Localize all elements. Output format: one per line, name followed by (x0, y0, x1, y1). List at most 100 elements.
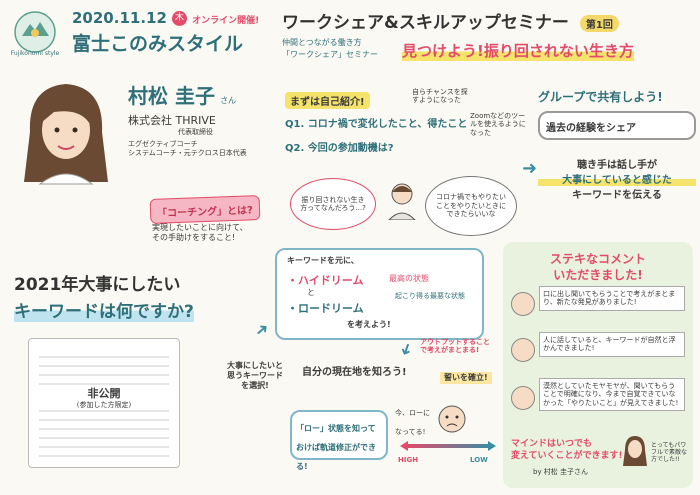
face-icon (438, 405, 466, 433)
speaker-info: 村松 圭子 さん 株式会社 THRIVE 代表取締役 エグゼクティブコーチ シス… (128, 80, 278, 157)
keyword-q-line1: 2021年大事にしたい (14, 275, 181, 295)
speaker-line2: システムコーチ・元テクロス日本代表 (128, 148, 247, 157)
online-held: オンライン開催! (192, 16, 260, 26)
speaker-mini-portrait (621, 434, 649, 466)
now-low-bubble: 今、ローになってる! (395, 400, 435, 436)
current-text: 自分の現在地を知ろう! (302, 367, 407, 378)
title-area: ワークシェア&スキルアップセミナー 第1回 (282, 8, 692, 33)
speaker-role: 代表取締役 (178, 128, 213, 136)
event-header: 2020.11.12 木 オンライン開催! 富士このみスタイル (72, 8, 272, 56)
portrait-mini-icon (623, 436, 647, 466)
avatar (511, 386, 535, 410)
now-low-text: 今、ローになってる! (395, 409, 430, 436)
intro-q1: Q1. コロナ禍で変化したこと、得たこと (285, 119, 468, 130)
event-date: 2020.11.12 (72, 9, 167, 27)
closing-by: by 村松 圭子さん (533, 468, 589, 476)
closing-note: とってもパワフルで素敵な方でした!! (651, 442, 688, 464)
bubble-a-text: 振り回されない生き方ってなんだろう...? (300, 195, 366, 212)
comment-item-1: 口に出し聞いてもらうことで考えがまとまり、新たな発見がありました! (511, 286, 685, 326)
bubble-a: 振り回されない生き方ってなんだろう...? (290, 178, 376, 230)
dream-intro: キーワードを元に、 (287, 256, 359, 265)
arrow-down-icon: ➜ (395, 339, 418, 360)
dream-and: と (307, 288, 315, 297)
note-a: 自らチャンスを探すようになった (412, 88, 468, 105)
keyword-q-line2: キーワードは何ですか? (14, 297, 194, 322)
seminar-title: ワークシェア&スキルアップセミナー (282, 13, 569, 33)
coaching-label-text: 「コーチング」とは? (156, 205, 254, 220)
avatar (511, 292, 535, 316)
select-note-text: 大事にしたいと思うキーワードを選択! (227, 361, 283, 390)
listen-block: 聴き手は話し手が 大事にしていると感じた キーワードを伝える (538, 156, 696, 201)
listen-1: 聴き手は話し手が (577, 160, 657, 171)
closing-2: 変えていくことができます! (511, 451, 623, 461)
weekday: 木 (174, 13, 184, 23)
intro-section: まずは自己紹介! Q1. コロナ禍で変化したこと、得たこと Q2. 今回の参加動… (285, 90, 530, 154)
select-note: 大事にしたいと思うキーワードを選択! (225, 345, 285, 407)
bubble-b-text: コロナ禍でもやりたいことをやりたいときにできたらいいな (436, 193, 506, 219)
private-board: 非公開 (参加した方限定) (28, 338, 180, 468)
comment-item-2: 人に話していると、キーワードが自然と浮かんできました! (511, 332, 685, 372)
comments-title-2: いただきました! (553, 268, 643, 282)
high-low-scale (400, 438, 496, 454)
speaker-company: 株式会社 THRIVE (128, 114, 216, 127)
speaker-name: 村松 圭子 (128, 84, 215, 108)
low-state-box: 「ロー」状態を知っておけば軌道修正ができる! (290, 410, 388, 471)
low-desc: 起こり得る最悪な状態 (395, 292, 465, 300)
group-title: グループで共有しよう! (538, 90, 663, 104)
group-section: グループで共有しよう! 過去の経験をシェア 聴き手は話し手が 大事にしていると感… (538, 88, 696, 201)
note-b: Zoomなどのツールを使えるようになった (470, 112, 526, 137)
comments-title-1: ステキなコメント (549, 252, 646, 266)
avatar (511, 338, 535, 362)
coaching-desc: 実現したいことに向けて、 その手助けをすること! (152, 223, 292, 243)
portrait-icon (24, 84, 108, 185)
listen-2: 大事にしていると感じた (538, 171, 696, 186)
output-note: アウトプットすることで考えがまとまる! (420, 338, 490, 355)
keyword-question: 2021年大事にしたい キーワードは何ですか? (14, 270, 264, 322)
subtitle-main: 見つけよう!振り回されない生き方 (402, 40, 634, 61)
subtitle-left-2: 「ワークシェア」セミナー (282, 50, 378, 59)
logo: Fujikonomi style (8, 6, 62, 60)
comment-text-2: 人に話していると、キーワードが自然と浮かんできました! (539, 332, 685, 357)
weekday-badge: 木 (172, 11, 187, 26)
past-experience-text: 過去の経験をシェア (546, 123, 636, 134)
private-note: (参加した方限定) (29, 401, 179, 410)
coaching-desc-1: 実現したいことに向けて、 (152, 223, 248, 232)
arrow-right-icon: ➜ (522, 158, 538, 179)
dream-box: キーワードを元に、 ・ハイドリーム 最高の状態 と ・ロードリーム 起こり得る最… (275, 248, 484, 340)
comments-panel: ステキなコメント いただきました! 口に出し聞いてもらうことで考えがまとまり、新… (503, 242, 693, 488)
comment-text-1: 口に出し聞いてもらうことで考えがまとまり、新たな発見がありました! (539, 286, 685, 311)
speaker-line1: エグゼクティブコーチ (128, 140, 198, 149)
subtitle-left-1: 仲間とつながる働き方 (282, 38, 362, 47)
private-label: 非公開 (29, 385, 179, 401)
scale-low: LOW (470, 456, 488, 464)
low-state-text: 「ロー」状態を知っておけば軌道修正ができる! (296, 424, 376, 471)
coaching-desc-2: その手助けをすること! (152, 233, 236, 242)
closing-1: マインドはいつでも (511, 439, 593, 449)
comment-text-3: 漠然としていたモヤモヤが、聞いてもらうことで明確になり、今まで自覚できていなかっ… (539, 378, 685, 412)
worried-face (435, 402, 469, 436)
person-icon (387, 183, 417, 221)
listen-3: キーワードを伝える (572, 190, 662, 201)
intro-q2: Q2. 今回の参加動機は? (285, 143, 394, 154)
low-label: ・ロードリーム (287, 302, 364, 315)
current-position: 自分の現在地を知ろう! (302, 360, 412, 379)
session-badge: 第1回 (579, 15, 619, 32)
subtitle-area: 仲間とつながる働き方 「ワークシェア」セミナー 見つけよう!振り回されない生き方 (282, 38, 692, 66)
event-name: 富士このみスタイル (72, 33, 244, 55)
coaching-label: 「コーチング」とは? (149, 195, 261, 224)
scale-arrow-icon (400, 441, 496, 451)
comment-item-3: 漠然としていたモヤモヤが、聞いてもらうことで明確になり、今まで自覚できていなかっ… (511, 378, 685, 426)
intro-heading: まずは自己紹介! (285, 92, 370, 109)
speaker-portrait (10, 72, 122, 190)
logo-icon (14, 11, 56, 53)
dream-think: を考えよう! (347, 320, 391, 329)
scale-high: HIGH (398, 456, 419, 464)
vow: 誓いを確立! (440, 372, 492, 384)
high-desc: 最高の状態 (389, 274, 429, 283)
speaker-honorific: さん (220, 96, 237, 105)
past-experience: 過去の経験をシェア (538, 111, 696, 140)
bubble-b: コロナ禍でもやりたいことをやりたいときにできたらいいな (425, 176, 517, 236)
high-label: ・ハイドリーム (287, 274, 364, 287)
logo-text: Fujikonomi style (10, 50, 60, 57)
thinking-person (385, 180, 419, 221)
